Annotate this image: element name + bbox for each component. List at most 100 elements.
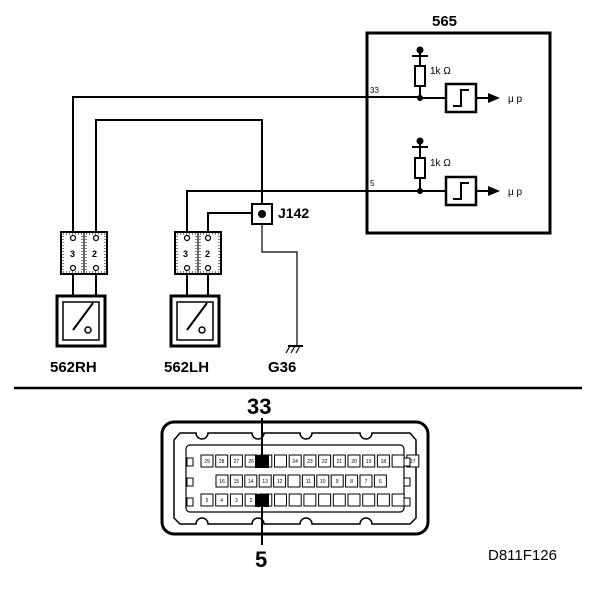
plug-latch-tab — [403, 457, 411, 467]
plug-pin-number: 15 — [234, 479, 240, 485]
ground-g36: G36 — [268, 345, 303, 376]
plug-pin — [332, 493, 346, 507]
pin-33-highlight — [255, 455, 269, 468]
switch-rh-label: 562RH — [50, 359, 97, 376]
plug-pin — [303, 454, 317, 468]
plug-pin — [200, 493, 214, 507]
pin-5-highlight — [255, 494, 269, 507]
plug-pin — [318, 454, 332, 468]
output-b-label: μ p — [508, 187, 523, 198]
plug-pin — [301, 474, 315, 488]
ecu-channel-a: 1k Ω μ p 33 — [370, 46, 523, 114]
plug-latch-tab — [403, 497, 411, 507]
plug-pin-number: 16 — [219, 479, 225, 485]
plug-pin-number: 19 — [366, 459, 372, 465]
plug-pin — [274, 454, 287, 468]
output-a-label: μ p — [508, 94, 523, 105]
plug-pin-number: 21 — [337, 459, 343, 465]
resistor-b-label: 1k Ω — [430, 158, 451, 169]
plug-pin-number: 13 — [262, 479, 268, 485]
figure-code: D811F126 — [488, 547, 557, 564]
resistor-a — [414, 65, 426, 87]
plug-pin-number: 4 — [220, 498, 223, 504]
resistor-a-label: 1k Ω — [430, 66, 451, 77]
plug-row-1: 29282726252423222120191817 — [200, 454, 420, 468]
plug-pin-number: 9 — [336, 479, 339, 485]
plug-pin — [274, 493, 287, 507]
plug-pin — [229, 493, 243, 507]
plug-pin-number: 24 — [292, 459, 298, 465]
switch-rh: 562RH — [50, 274, 107, 376]
plug-pin — [215, 454, 229, 468]
connector-rh-pin-right: 2 — [92, 249, 97, 259]
plug-latch-tab — [403, 477, 411, 487]
plug-pin-number: 20 — [351, 459, 357, 465]
plug-pin — [376, 493, 390, 507]
plug-pin-number: 5 — [206, 498, 209, 504]
connector-lh-pin-right: 2 — [205, 249, 210, 259]
plug-pin-number: 26 — [248, 459, 254, 465]
plug-pin-number: 23 — [307, 459, 313, 465]
plug-pin — [244, 474, 258, 488]
plug-pin — [288, 454, 302, 468]
ecu-label: 565 — [432, 13, 457, 30]
plug-pin — [258, 474, 272, 488]
plug-pin — [215, 493, 229, 507]
ground-label: G36 — [268, 359, 296, 376]
plug-pin — [316, 474, 330, 488]
plug-pin — [229, 474, 243, 488]
callout-33: 33 — [247, 394, 271, 419]
junction-label: J142 — [278, 205, 309, 221]
connector-lh: 3 2 — [174, 231, 222, 275]
plug-pin-number: 17 — [410, 459, 416, 465]
resistor-b — [414, 157, 426, 179]
plug-pin-number: 8 — [350, 479, 353, 485]
plug-pin — [200, 454, 214, 468]
plug-pin-number: 10 — [320, 479, 326, 485]
plug-pin-number: 7 — [365, 479, 368, 485]
plug-latch-tab — [186, 497, 194, 507]
plug-pin — [215, 474, 229, 488]
plug-pin-number: 3 — [235, 498, 238, 504]
switch-lh-label: 562LH — [164, 359, 209, 376]
plug-pin — [362, 493, 376, 507]
plug-pin — [332, 454, 346, 468]
plug-pin-number: 29 — [204, 459, 210, 465]
plug-pin-number: 18 — [381, 459, 387, 465]
junction-j142: J142 — [251, 203, 309, 225]
ecu-plug: 29282726252423222120191817 1615141312111… — [160, 394, 430, 572]
plug-latch-tab — [186, 477, 194, 487]
plug-pin — [391, 493, 405, 507]
plug-pin-number: 6 — [379, 479, 382, 485]
plug-pin — [273, 474, 287, 488]
plug-pin — [229, 454, 243, 468]
connector-rh-pin-left: 3 — [70, 249, 75, 259]
plug-pin — [362, 454, 376, 468]
plug-pin — [330, 474, 344, 488]
plug-pin-number: 28 — [219, 459, 225, 465]
plug-pin-number: 2 — [250, 498, 253, 504]
callout-5: 5 — [255, 547, 267, 572]
pin-5-label: 5 — [370, 179, 375, 188]
plug-pin-number: 27 — [234, 459, 240, 465]
plug-row-2: 16 15 14 13 12 11 10 9 8 7 6 — [215, 474, 387, 488]
plug-pin — [373, 474, 387, 488]
plug-pin — [376, 454, 390, 468]
ecu-channel-b: 1k Ω μ p 5 — [370, 137, 523, 207]
plug-latch-tab — [186, 457, 194, 467]
plug-pin-number: 22 — [322, 459, 328, 465]
plug-pin-number: 12 — [277, 479, 283, 485]
plug-pin — [391, 454, 405, 468]
plug-pin — [347, 454, 361, 468]
plug-pin-number: 11 — [306, 479, 311, 485]
connector-lh-pin-left: 3 — [183, 249, 188, 259]
plug-pin-number: 14 — [248, 479, 254, 485]
plug-pin — [318, 493, 332, 507]
ecu-565: 565 1k Ω μ p 33 1k Ω — [365, 13, 552, 235]
connector-rh: 3 2 — [60, 231, 108, 275]
wires — [72, 96, 420, 345]
plug-pin — [287, 474, 301, 488]
switch-lh: 562LH — [164, 274, 221, 376]
pin-33-label: 33 — [370, 86, 379, 95]
